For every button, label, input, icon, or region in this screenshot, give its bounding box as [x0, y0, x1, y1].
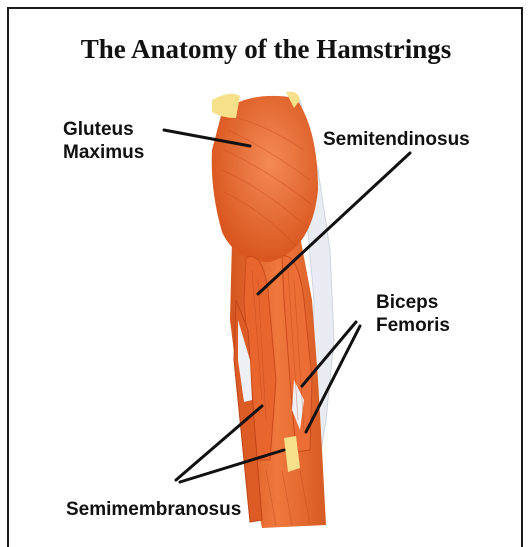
biceps-label-line1: Biceps	[376, 291, 450, 314]
hip-tendon	[212, 94, 240, 118]
biceps-label-line2: Femoris	[376, 314, 450, 337]
gluteus-maximus-label: Gluteus Maximus	[63, 118, 144, 164]
gluteus-label-line2: Maximus	[63, 141, 144, 164]
semitendinosus-label: Semitendinosus	[323, 128, 470, 151]
semimembranosus-label: Semimembranosus	[66, 498, 241, 521]
gluteus-label-line1: Gluteus	[63, 118, 144, 141]
gluteus-maximus-muscle	[212, 96, 318, 262]
biceps-femoris-label: Biceps Femoris	[376, 291, 450, 337]
